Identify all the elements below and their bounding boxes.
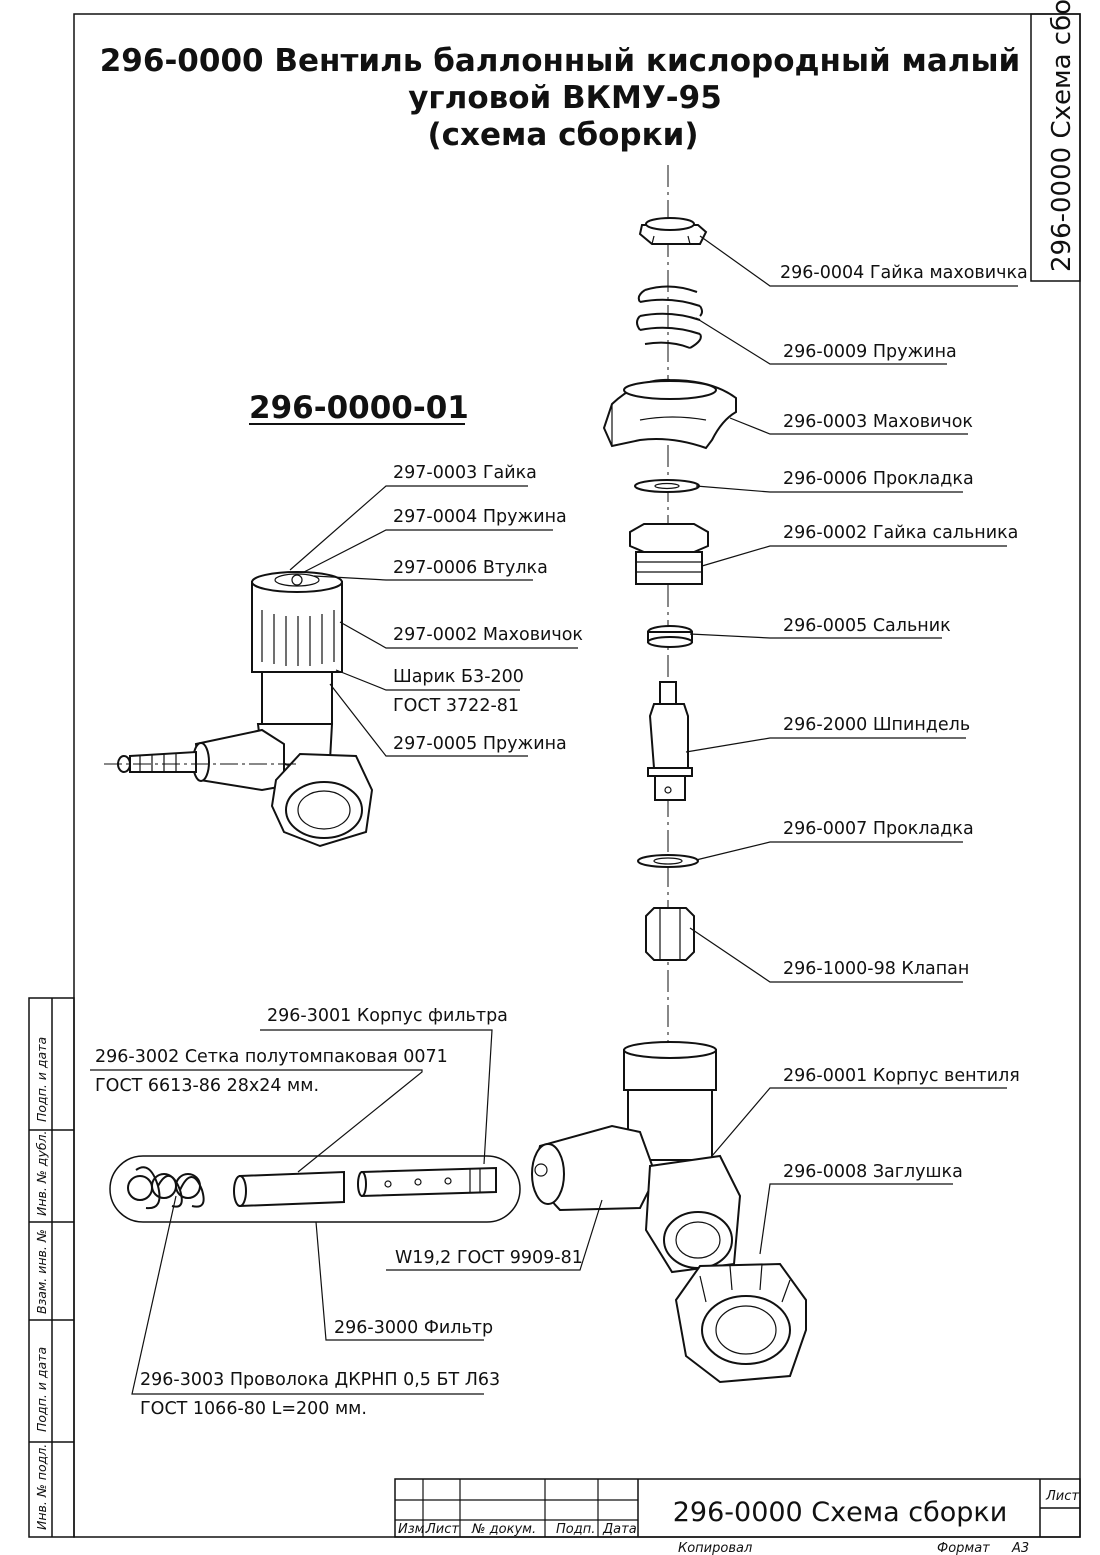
part-nut-296-0004: [638, 217, 708, 245]
part-plug-296-0008: [674, 1262, 807, 1384]
label-296-1000-98: 296-1000-98 Клапан: [783, 959, 969, 979]
label-296-3003-line-2: ГОСТ 1066-80 L=200 мм.: [140, 1399, 367, 1419]
stamp-header-change: Изм.: [398, 1522, 429, 1537]
stamp-header-date: Дата: [602, 1522, 637, 1537]
label-296-3003-line-1: 296-3003 Проволока ДКРНП 0,5 БТ Л63: [140, 1370, 500, 1390]
label-ball-line-1: Шарик Б3-200: [393, 667, 524, 687]
title-line-3: (схема сборки): [427, 117, 698, 153]
side-strip-replace-inv: Взам. инв. №: [34, 1229, 49, 1314]
label-296-2000: 296-2000 Шпиндель: [783, 715, 970, 735]
label-296-0001: 296-0001 Корпус вентиля: [783, 1066, 1020, 1086]
label-296-0005: 296-0005 Сальник: [783, 616, 951, 636]
stamp-header-sign: Подп.: [556, 1522, 595, 1537]
part-gland-296-0005: [647, 625, 693, 648]
label-296-0002: 296-0002 Гайка сальника: [783, 523, 1018, 543]
label-297-0004: 297-0004 Пружина: [393, 507, 567, 527]
label-297-0005: 297-0005 Пружина: [393, 734, 567, 754]
label-ball-line-2: ГОСТ 3722-81: [393, 696, 519, 716]
label-296-0004: 296-0004 Гайка маховичка: [780, 263, 1028, 283]
stamp-sheet-label: Лист: [1045, 1489, 1079, 1504]
part-valve-296-1000-98: [645, 907, 695, 961]
stamp-format-value: А3: [1011, 1541, 1029, 1555]
part-spring-296-0009: [636, 285, 703, 349]
part-gland-nut-296-0002: [629, 523, 709, 585]
part-handwheel-296-0003: [602, 378, 737, 450]
stamp-copied: Копировал: [678, 1541, 752, 1555]
part-gasket-296-0006: [634, 479, 700, 493]
side-strip-sign-date-2: Подп. и дата: [34, 1037, 49, 1122]
label-296-3002-line-2: ГОСТ 6613-86 28х24 мм.: [95, 1076, 319, 1096]
stamp-title: 296-0000 Схема сборки: [673, 1497, 1008, 1528]
label-297-0003: 297-0003 Гайка: [393, 463, 537, 483]
stamp-header-doc: № докум.: [471, 1522, 536, 1537]
label-296-0008: 296-0008 Заглушка: [783, 1162, 963, 1182]
label-thread: W19,2 ГОСТ 9909-81: [395, 1248, 583, 1268]
title-line-1: 296-0000 Вентиль баллонный кислородный м…: [100, 43, 1021, 79]
label-296-3000: 296-3000 Фильтр: [334, 1318, 493, 1338]
stamp-format-label: Формат: [937, 1541, 990, 1555]
part-gasket-296-0007: [637, 854, 699, 868]
drawing-frame: [28, 13, 1081, 1538]
variant-title: 296-0000-01: [249, 390, 469, 426]
label-297-0006: 297-0006 Втулка: [393, 558, 548, 578]
label-296-0006: 296-0006 Прокладка: [783, 469, 974, 489]
part-assembled-valve-296-0000-01: [104, 571, 374, 848]
part-valve-body-296-0001: [531, 1041, 742, 1274]
label-296-3002-line-1: 296-3002 Сетка полутомпаковая 0071: [95, 1047, 448, 1067]
title-line-2: угловой ВКМУ-95: [408, 80, 722, 116]
side-strip-sign-date-1: Подп. и дата: [34, 1347, 49, 1432]
stamp-header-sheet: Лист: [425, 1522, 459, 1537]
side-title: 296-0000 Схема сборки: [1047, 0, 1077, 272]
label-296-0003: 296-0003 Маховичок: [783, 412, 973, 432]
side-strip-dup-inv: Инв. № дубл.: [34, 1130, 49, 1216]
label-296-0009: 296-0009 Пружина: [783, 342, 957, 362]
part-spindle-296-2000: [647, 681, 693, 801]
part-filter-296-3000: [109, 1155, 521, 1223]
side-strip-original-inv: Инв. № подл.: [34, 1444, 49, 1530]
label-296-0007: 296-0007 Прокладка: [783, 819, 974, 839]
label-296-3001: 296-3001 Корпус фильтра: [267, 1006, 508, 1026]
label-297-0002: 297-0002 Маховичок: [393, 625, 583, 645]
leader-lines: [90, 235, 1018, 1395]
